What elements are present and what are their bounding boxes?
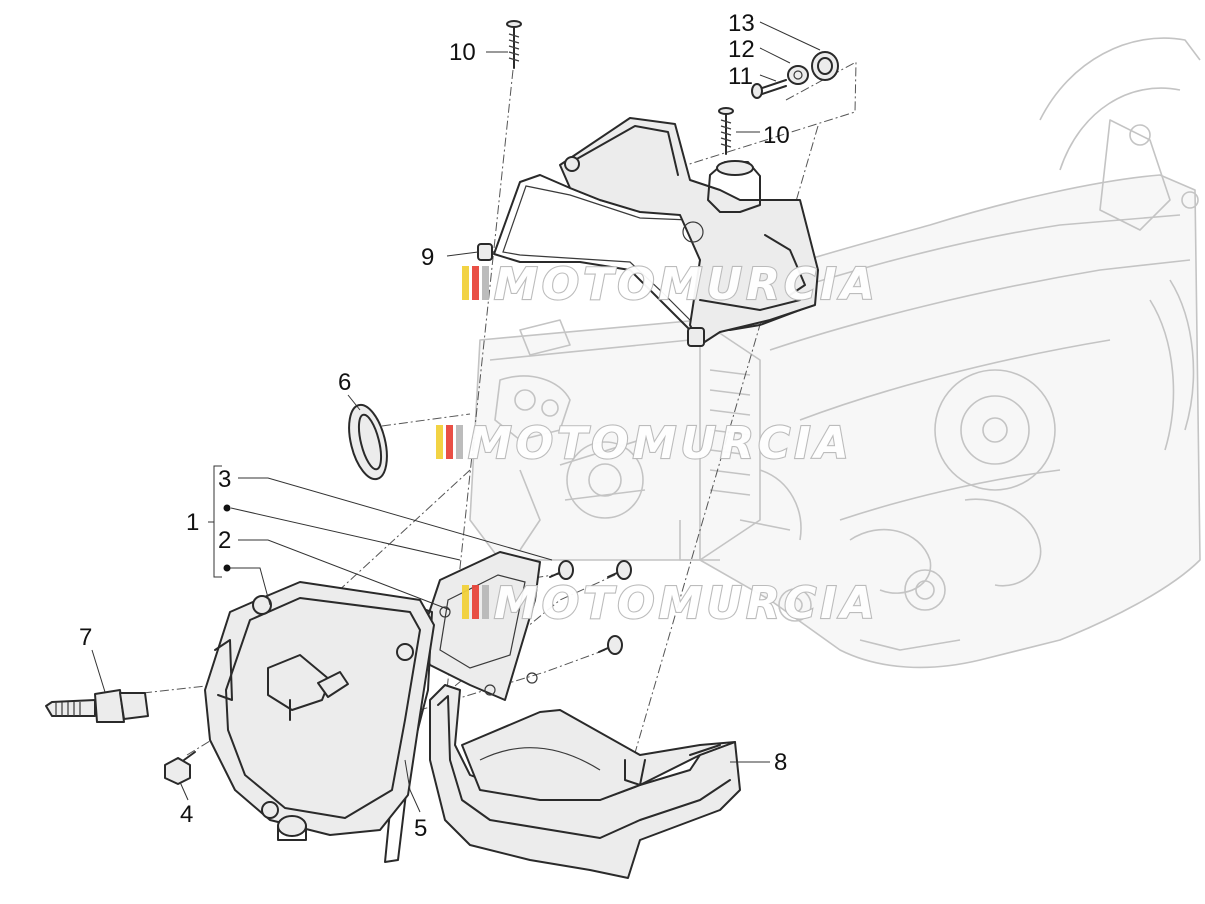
callout-labels: 1 2 3 4 5 6 7 8 9 10 10 11 12 13 xyxy=(79,10,790,842)
watermark-2: MOTOMURCIA xyxy=(436,417,853,470)
callout-2: 2 xyxy=(218,527,231,554)
o-ring-6 xyxy=(348,403,388,481)
plate-screws xyxy=(549,560,632,655)
screw-10-lower xyxy=(718,107,734,155)
leader-lines xyxy=(91,21,821,813)
watermark-bar xyxy=(436,425,443,459)
grommet-13 xyxy=(811,51,839,81)
watermark-bar xyxy=(462,585,469,619)
watermark-bar xyxy=(472,585,479,619)
callout-13: 13 xyxy=(728,10,755,37)
lower-shroud-8 xyxy=(429,684,741,879)
screw-10-upper xyxy=(506,20,522,69)
watermark-text: MOTOMURCIA xyxy=(494,578,879,629)
bolt-11 xyxy=(751,79,787,99)
callout-10-upper: 10 xyxy=(449,39,476,66)
callout-9: 9 xyxy=(421,244,434,271)
engine-background xyxy=(469,37,1201,669)
breather-plate xyxy=(419,551,541,701)
callout-11: 11 xyxy=(728,63,753,90)
bolt-4 xyxy=(164,751,196,785)
callout-12: 12 xyxy=(728,36,755,63)
watermark-text: MOTOMURCIA xyxy=(468,418,853,469)
callout-5: 5 xyxy=(414,815,427,842)
watermark-1: MOTOMURCIA xyxy=(462,258,879,311)
callout-8: 8 xyxy=(774,749,787,776)
watermark-bar xyxy=(482,266,489,300)
watermark-bar xyxy=(456,425,463,459)
bullet-dots xyxy=(223,504,231,572)
watermark-bar xyxy=(482,585,489,619)
callout-10-lower: 10 xyxy=(763,122,790,149)
callout-3: 3 xyxy=(218,466,231,493)
washer-12 xyxy=(787,65,809,85)
valve-cover-top xyxy=(559,117,819,347)
valve-cover-1 xyxy=(204,581,435,841)
watermark-text: MOTOMURCIA xyxy=(494,259,879,310)
callout-6: 6 xyxy=(338,369,351,396)
callout-1: 1 xyxy=(186,509,199,536)
watermark-bar xyxy=(462,266,469,300)
callout-4: 4 xyxy=(180,801,193,828)
callout-7: 7 xyxy=(79,624,92,651)
spark-plug-7 xyxy=(45,689,149,723)
watermark-bar xyxy=(446,425,453,459)
watermark-3: MOTOMURCIA xyxy=(462,577,879,630)
watermark-bar xyxy=(472,266,479,300)
